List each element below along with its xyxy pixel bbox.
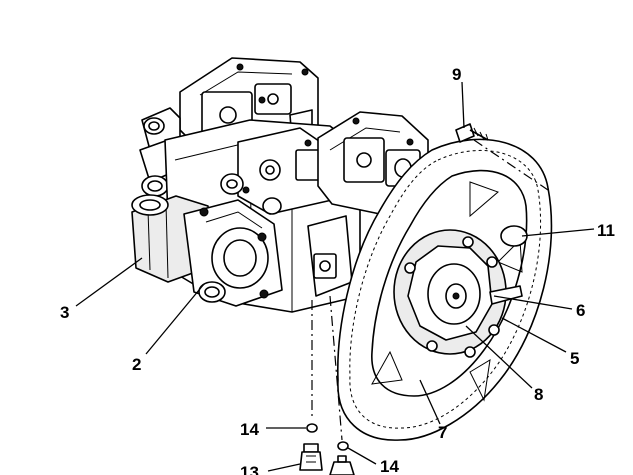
o-ring-14 [306, 423, 349, 451]
callout-8: 8 [534, 385, 543, 404]
hydraulic-pump-assembly [131, 57, 429, 313]
callout-13: 13 [240, 463, 259, 475]
callout-6: 6 [576, 301, 585, 320]
assembly-centerlines [311, 139, 549, 441]
leader-lines [75, 81, 595, 472]
callout-7: 7 [438, 423, 447, 442]
callout-14a: 14 [240, 420, 259, 439]
callout-11: 11 [597, 221, 615, 240]
plug-13 [299, 443, 355, 475]
callout-14b: 14 [380, 457, 399, 475]
callout-5: 5 [570, 349, 579, 368]
callout-3: 3 [60, 303, 69, 322]
flywheel-housing [337, 138, 553, 441]
callout-9: 9 [452, 65, 461, 84]
callout-labels: 9 11 6 5 8 7 3 2 14 14 13 [60, 65, 615, 475]
bolt-9 [455, 123, 489, 143]
callout-2: 2 [132, 355, 141, 374]
